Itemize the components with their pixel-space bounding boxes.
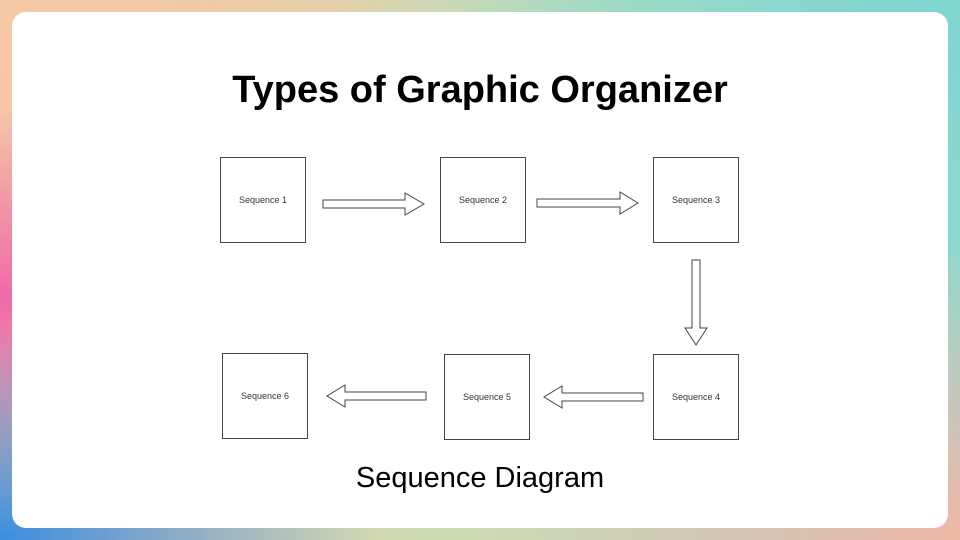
arrow-left-4-to-5 bbox=[543, 385, 644, 409]
arrow-left-5-to-6 bbox=[326, 384, 427, 408]
arrow-right-2-to-3 bbox=[536, 191, 639, 215]
diagram-caption: Sequence Diagram bbox=[355, 462, 605, 494]
sequence-box-5: Sequence 5 bbox=[444, 354, 530, 440]
slide-title: Types of Graphic Organizer bbox=[232, 69, 728, 111]
sequence-box-2: Sequence 2 bbox=[440, 157, 526, 243]
slide-card bbox=[12, 12, 948, 528]
sequence-box-6: Sequence 6 bbox=[222, 353, 308, 439]
sequence-box-4: Sequence 4 bbox=[653, 354, 739, 440]
sequence-box-3: Sequence 3 bbox=[653, 157, 739, 243]
sequence-box-1: Sequence 1 bbox=[220, 157, 306, 243]
arrow-right-1-to-2 bbox=[322, 192, 425, 216]
arrow-down-3-to-4 bbox=[684, 259, 708, 346]
